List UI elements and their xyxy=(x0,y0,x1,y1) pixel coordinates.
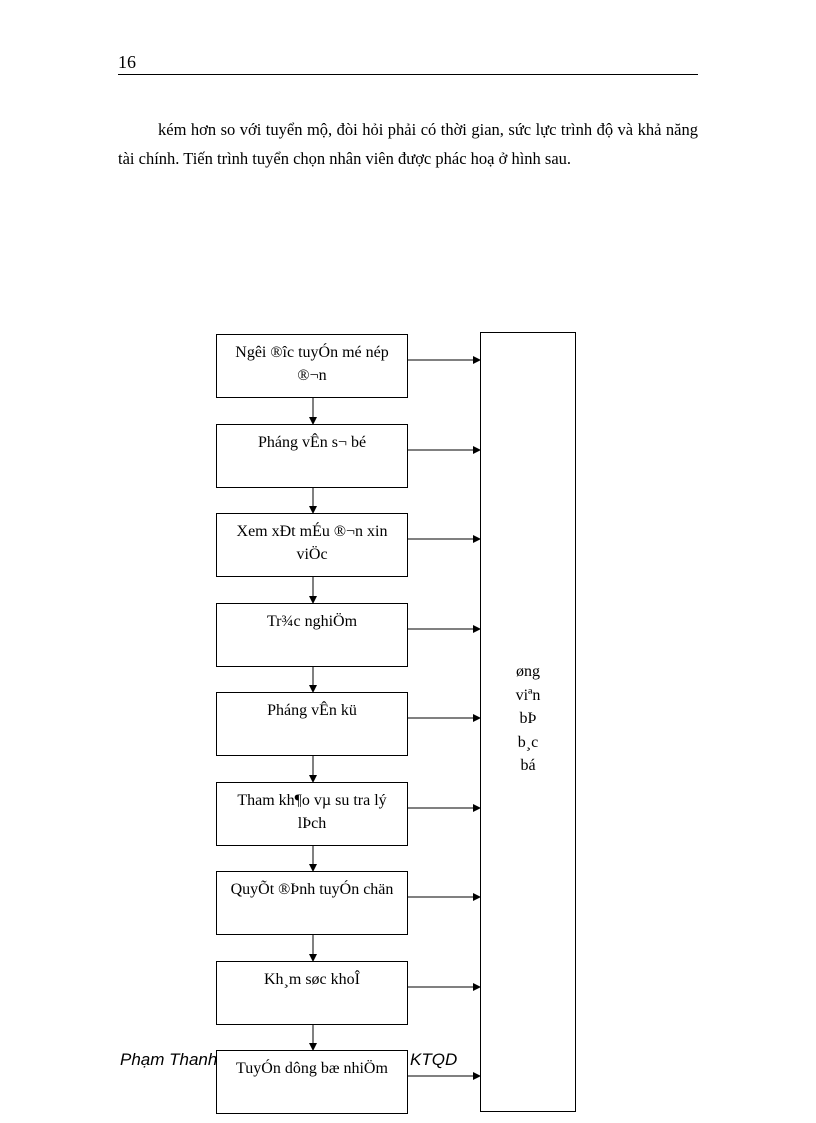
flow-step-label: Xem xÐt mÉu ®¬n xin viÖc xyxy=(236,523,388,563)
flow-step-label: Tr¾c nghiÖm xyxy=(266,613,358,630)
flow-step-box: Ngêi ®îc tuyÓn mé nép ®¬n xyxy=(216,334,408,398)
rejected-candidates-box xyxy=(480,332,576,1112)
flow-step-label: Tham kh¶o vµ su tra lý lÞch xyxy=(237,792,387,832)
side-label-line: øng xyxy=(516,663,540,680)
flow-step-box: Tham kh¶o vµ su tra lý lÞch xyxy=(216,782,408,846)
flow-step-box: Pháng vÊn s¬ bé xyxy=(216,424,408,488)
flow-step-label: Pháng vÊn kü xyxy=(267,702,357,719)
header-rule xyxy=(118,74,698,75)
side-label-line: b¸c xyxy=(517,733,539,751)
footer-right: KTQD xyxy=(410,1050,458,1069)
flow-step-box: Kh¸m søc khoÎ xyxy=(216,961,408,1025)
footer-left: Phạm Thanh xyxy=(120,1050,218,1069)
flow-step-box: Xem xÐt mÉu ®¬n xin viÖc xyxy=(216,513,408,577)
flow-step-label: Pháng vÊn s¬ bé xyxy=(257,434,367,451)
body-paragraph: kém hơn so với tuyển mộ, đòi hỏi phải có… xyxy=(118,115,698,173)
side-label-line: viªn xyxy=(515,686,541,704)
flow-step-label: Ngêi ®îc tuyÓn mé nép ®¬n xyxy=(235,344,389,384)
flow-step-label: QuyÕt ®Þnh tuyÓn chän xyxy=(230,881,394,898)
side-label-line: bá xyxy=(520,757,536,774)
flow-step-label: Kh¸m søc khoÎ xyxy=(264,971,360,988)
flow-step-label: TuyÓn dông bæ nhiÖm xyxy=(236,1060,388,1077)
flow-step-box: Tr¾c nghiÖm xyxy=(216,603,408,667)
flow-step-box: TuyÓn dông bæ nhiÖm xyxy=(216,1050,408,1114)
side-label-line: bÞ xyxy=(519,710,537,727)
page-number: 16 xyxy=(118,52,136,72)
paragraph-text: kém hơn so với tuyển mộ, đòi hỏi phải có… xyxy=(118,120,698,168)
flow-step-box: QuyÕt ®Þnh tuyÓn chän xyxy=(216,871,408,935)
flow-step-box: Pháng vÊn kü xyxy=(216,692,408,756)
rejected-candidates-label: øng viªn bÞ b¸c bá xyxy=(480,660,576,778)
